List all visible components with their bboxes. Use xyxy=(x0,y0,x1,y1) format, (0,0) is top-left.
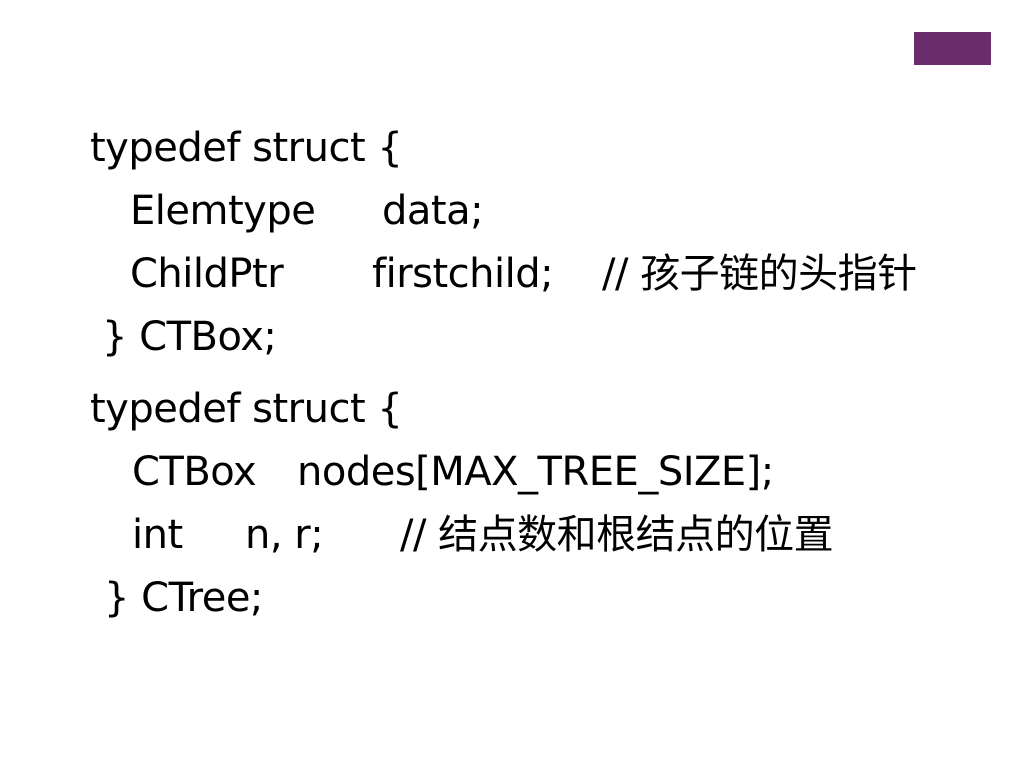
code-line: } CTree; xyxy=(90,567,263,630)
field-name: n, r; xyxy=(245,512,324,558)
code-line: typedef struct { xyxy=(90,378,403,441)
ctree-struct-definition: typedef struct { CTBox nodes[MAX_TREE_SI… xyxy=(90,378,834,630)
field-type: ChildPtr xyxy=(130,251,284,297)
field-type: CTBox xyxy=(132,449,257,495)
code-line: typedef struct { xyxy=(90,117,403,180)
code-line: CTBox nodes[MAX_TREE_SIZE]; xyxy=(90,441,774,504)
code-comment: // 孩子链的头指针 xyxy=(602,251,917,297)
code-line: int n, r; // 结点数和根结点的位置 xyxy=(90,504,834,567)
accent-bar xyxy=(914,32,991,65)
struct-open: typedef struct { xyxy=(90,125,403,171)
field-name: data; xyxy=(382,188,484,234)
code-line: } CTBox; xyxy=(90,306,277,369)
struct-close: } CTBox; xyxy=(102,314,277,360)
field-type: Elemtype xyxy=(130,188,316,234)
ctbox-struct-definition: typedef struct { Elemtype data; ChildPtr… xyxy=(90,117,917,369)
field-name: nodes[MAX_TREE_SIZE]; xyxy=(297,449,774,495)
code-line: Elemtype data; xyxy=(90,180,484,243)
field-type: int xyxy=(132,512,183,558)
code-comment: // 结点数和根结点的位置 xyxy=(400,512,834,558)
struct-open: typedef struct { xyxy=(90,386,403,432)
code-line: ChildPtr firstchild; // 孩子链的头指针 xyxy=(90,243,917,306)
struct-close: } CTree; xyxy=(104,575,263,621)
field-name: firstchild; xyxy=(372,251,554,297)
